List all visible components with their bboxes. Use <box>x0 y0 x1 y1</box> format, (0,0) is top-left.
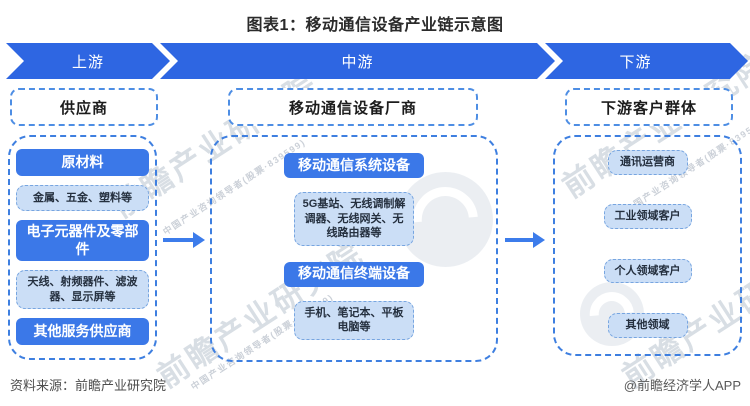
banner-midstream-label: 中游 <box>341 53 374 71</box>
node-terminal-equipment-examples: 手机、笔记本、平板电脑等 <box>294 300 414 340</box>
node-personal-customers: 个人领域客户 <box>603 258 692 284</box>
node-raw-materials-examples: 金属、五金、塑料等 <box>16 185 149 211</box>
downstream-header: 下游客户群体 <box>565 88 733 126</box>
arrow-head-icon <box>193 232 205 248</box>
node-system-equipment: 移动通信系统设备 <box>284 153 424 178</box>
node-electronic-components-examples: 天线、射频器件、滤波器、显示屏等 <box>16 270 149 310</box>
brand-note: @前瞻经济学人APP <box>623 378 741 393</box>
banner-midstream: 中游 <box>160 43 555 79</box>
arrow-midstream-to-downstream-icon <box>505 232 545 248</box>
source-note: 资料来源：前瞻产业研究院 <box>10 378 167 393</box>
node-system-equipment-examples: 5G基站、无线调制解调器、无线网关、无线路由器等 <box>294 192 414 246</box>
node-raw-materials: 原材料 <box>16 149 149 176</box>
node-other-fields: 其他领域 <box>607 313 688 338</box>
banner-upstream-label: 上游 <box>71 53 104 71</box>
downstream-container: 通讯运营商 工业领域客户 个人领域客户 其他领域 <box>553 135 742 356</box>
banner-downstream-label: 下游 <box>619 53 652 71</box>
arrow-shaft <box>505 238 535 242</box>
chart-title: 图表1：移动通信设备产业链示意图 <box>246 17 504 34</box>
banner-upstream: 上游 <box>6 43 170 79</box>
node-other-service-suppliers: 其他服务供应商 <box>16 318 149 346</box>
upstream-header: 供应商 <box>10 88 158 126</box>
arrow-head-icon <box>533 232 545 248</box>
arrow-shaft <box>163 238 195 242</box>
banner-downstream: 下游 <box>545 43 748 79</box>
midstream-container: 移动通信系统设备 5G基站、无线调制解调器、无线网关、无线路由器等 移动通信终端… <box>210 135 498 362</box>
node-industrial-customers: 工业领域客户 <box>603 204 692 229</box>
arrow-upstream-to-midstream-icon <box>163 232 205 248</box>
node-terminal-equipment: 移动通信终端设备 <box>284 261 424 287</box>
node-telecom-operators: 通讯运营商 <box>607 150 688 175</box>
midstream-header: 移动通信设备厂商 <box>228 88 478 126</box>
node-electronic-components: 电子元器件及零部件 <box>16 220 149 261</box>
upstream-container: 原材料 金属、五金、塑料等 电子元器件及零部件 天线、射频器件、滤波器、显示屏等… <box>8 135 157 360</box>
